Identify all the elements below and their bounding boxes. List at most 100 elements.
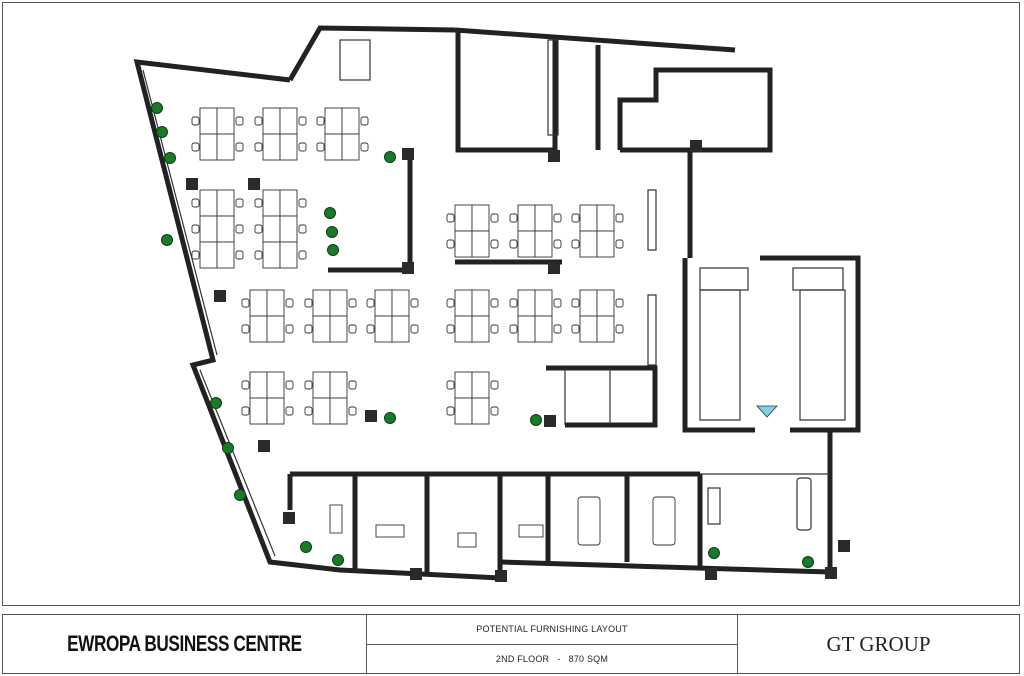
desk	[199, 189, 218, 217]
chair	[241, 324, 250, 334]
chair	[191, 250, 200, 260]
desk-cluster	[241, 289, 294, 343]
desk	[454, 289, 473, 317]
chair	[191, 142, 200, 152]
chair	[235, 116, 244, 126]
column	[402, 262, 414, 274]
chair	[553, 298, 562, 308]
chair	[446, 406, 455, 416]
plant-icon	[384, 151, 396, 163]
chair	[298, 198, 307, 208]
desk	[517, 315, 536, 343]
chair	[254, 142, 263, 152]
building-name: EWROPA BUSINESS CENTRE	[67, 631, 302, 656]
chair	[615, 239, 624, 249]
desk	[312, 397, 331, 425]
plant-icon	[802, 556, 814, 568]
chair	[298, 224, 307, 234]
chair	[410, 298, 419, 308]
chair	[285, 380, 294, 390]
chair	[446, 324, 455, 334]
plant-icon	[530, 414, 542, 426]
chair	[615, 213, 624, 223]
chair	[298, 142, 307, 152]
floor-plan-frame	[2, 2, 1020, 606]
chair	[316, 142, 325, 152]
column	[214, 290, 226, 302]
desk	[391, 315, 410, 343]
desk	[249, 315, 268, 343]
chair	[285, 324, 294, 334]
chair	[254, 224, 263, 234]
desk-cluster	[254, 107, 307, 161]
desk	[266, 315, 285, 343]
desk	[579, 230, 598, 258]
desk	[471, 204, 490, 232]
plant-icon	[708, 547, 720, 559]
interior-walls	[287, 30, 861, 575]
desk	[266, 371, 285, 399]
chair	[304, 298, 313, 308]
chair	[366, 324, 375, 334]
desk	[471, 315, 490, 343]
desk	[262, 189, 281, 217]
desk-cluster	[446, 289, 499, 343]
desk	[454, 371, 473, 399]
desk	[312, 371, 331, 399]
plant-icon	[327, 244, 339, 256]
chair	[191, 198, 200, 208]
desk	[266, 397, 285, 425]
desk	[279, 133, 298, 161]
chair	[509, 239, 518, 249]
chair	[360, 116, 369, 126]
chair	[490, 324, 499, 334]
chair	[304, 406, 313, 416]
desk	[579, 315, 598, 343]
company-name: GT GROUP	[826, 631, 931, 656]
desk	[391, 289, 410, 317]
desk-cluster	[571, 289, 624, 343]
chair	[615, 324, 624, 334]
column	[365, 410, 377, 422]
chair	[360, 142, 369, 152]
chair	[410, 324, 419, 334]
desk	[199, 133, 218, 161]
chair	[490, 406, 499, 416]
desk	[279, 215, 298, 243]
column	[544, 415, 556, 427]
chair	[509, 298, 518, 308]
desk-cluster	[446, 371, 499, 425]
desk	[471, 371, 490, 399]
desk	[579, 289, 598, 317]
desk	[262, 133, 281, 161]
chair	[304, 380, 313, 390]
chair	[254, 116, 263, 126]
plant-icon	[326, 226, 338, 238]
column	[825, 567, 837, 579]
chair	[571, 298, 580, 308]
desk-cluster	[571, 204, 624, 258]
column	[186, 178, 198, 190]
desk	[579, 204, 598, 232]
desk	[266, 289, 285, 317]
desk-cluster	[509, 204, 562, 258]
plant-icon	[384, 412, 396, 424]
desk	[341, 133, 360, 161]
plant-icon	[161, 234, 173, 246]
chair	[285, 298, 294, 308]
desk	[534, 230, 553, 258]
chair	[571, 239, 580, 249]
chair	[241, 406, 250, 416]
chair	[316, 116, 325, 126]
desk	[329, 289, 348, 317]
chair	[348, 298, 357, 308]
desk	[216, 215, 235, 243]
chair	[241, 380, 250, 390]
desk	[279, 241, 298, 269]
desk	[454, 204, 473, 232]
column	[248, 178, 260, 190]
desk	[454, 230, 473, 258]
desk	[249, 397, 268, 425]
plant-icon	[234, 489, 246, 501]
chair	[446, 380, 455, 390]
